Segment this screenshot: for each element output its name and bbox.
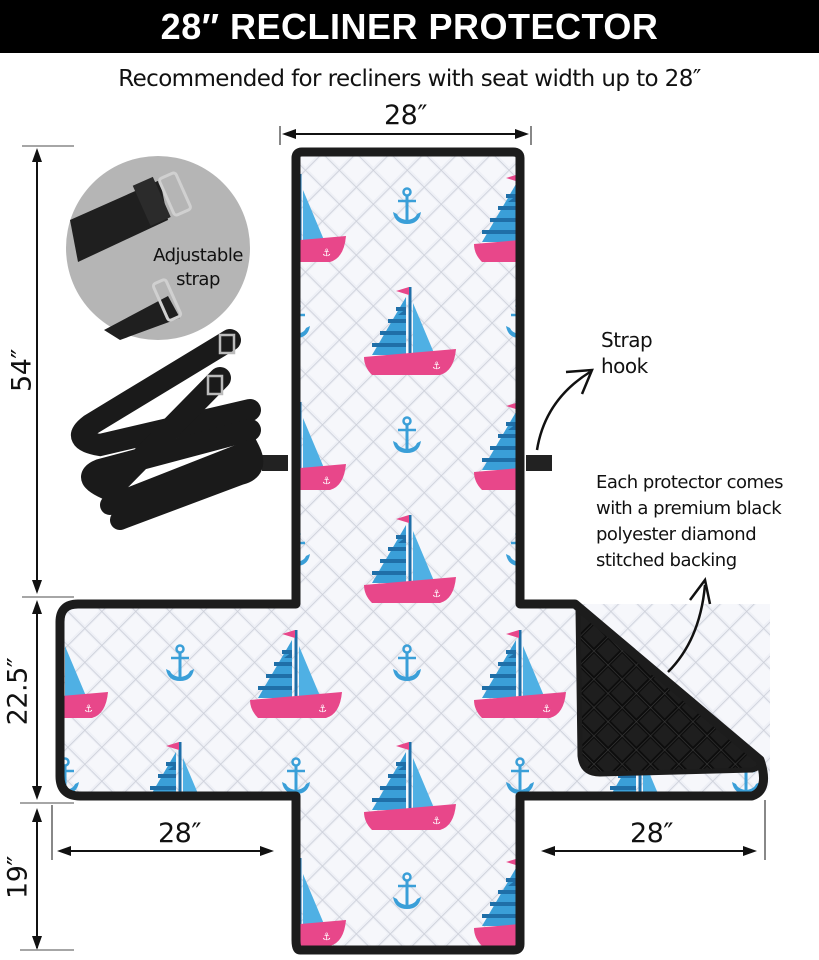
strap-hook-right <box>526 455 552 471</box>
strap-hook-label: Strap hook <box>601 328 653 378</box>
strap-hook-left <box>262 455 288 471</box>
adjustable-strap-photo <box>66 156 250 340</box>
adjustable-strap-label: Adjustable strap <box>153 245 243 290</box>
page-title-banner: 28″ RECLINER PROTECTOR <box>0 0 819 53</box>
backing-arrow <box>667 584 707 673</box>
subtitle: Recommended for recliners with seat widt… <box>118 66 701 92</box>
backrest-height-label: 54″ <box>6 349 38 392</box>
left-arm-width-label: 28″ <box>158 818 201 849</box>
footrest-height-label: 19″ <box>2 856 34 899</box>
seat-height-label: 22.5″ <box>2 657 34 726</box>
right-arm-width-label: 28″ <box>630 818 673 849</box>
top-width-label: 28″ <box>384 100 427 131</box>
protector-outline <box>55 147 769 955</box>
backing-description: Each protector comes with a premium blac… <box>596 472 784 571</box>
page-title: 28″ RECLINER PROTECTOR <box>160 5 659 47</box>
dimension-lines <box>20 126 766 951</box>
loose-strap <box>71 329 264 530</box>
strap-hook-arrow <box>535 370 591 451</box>
